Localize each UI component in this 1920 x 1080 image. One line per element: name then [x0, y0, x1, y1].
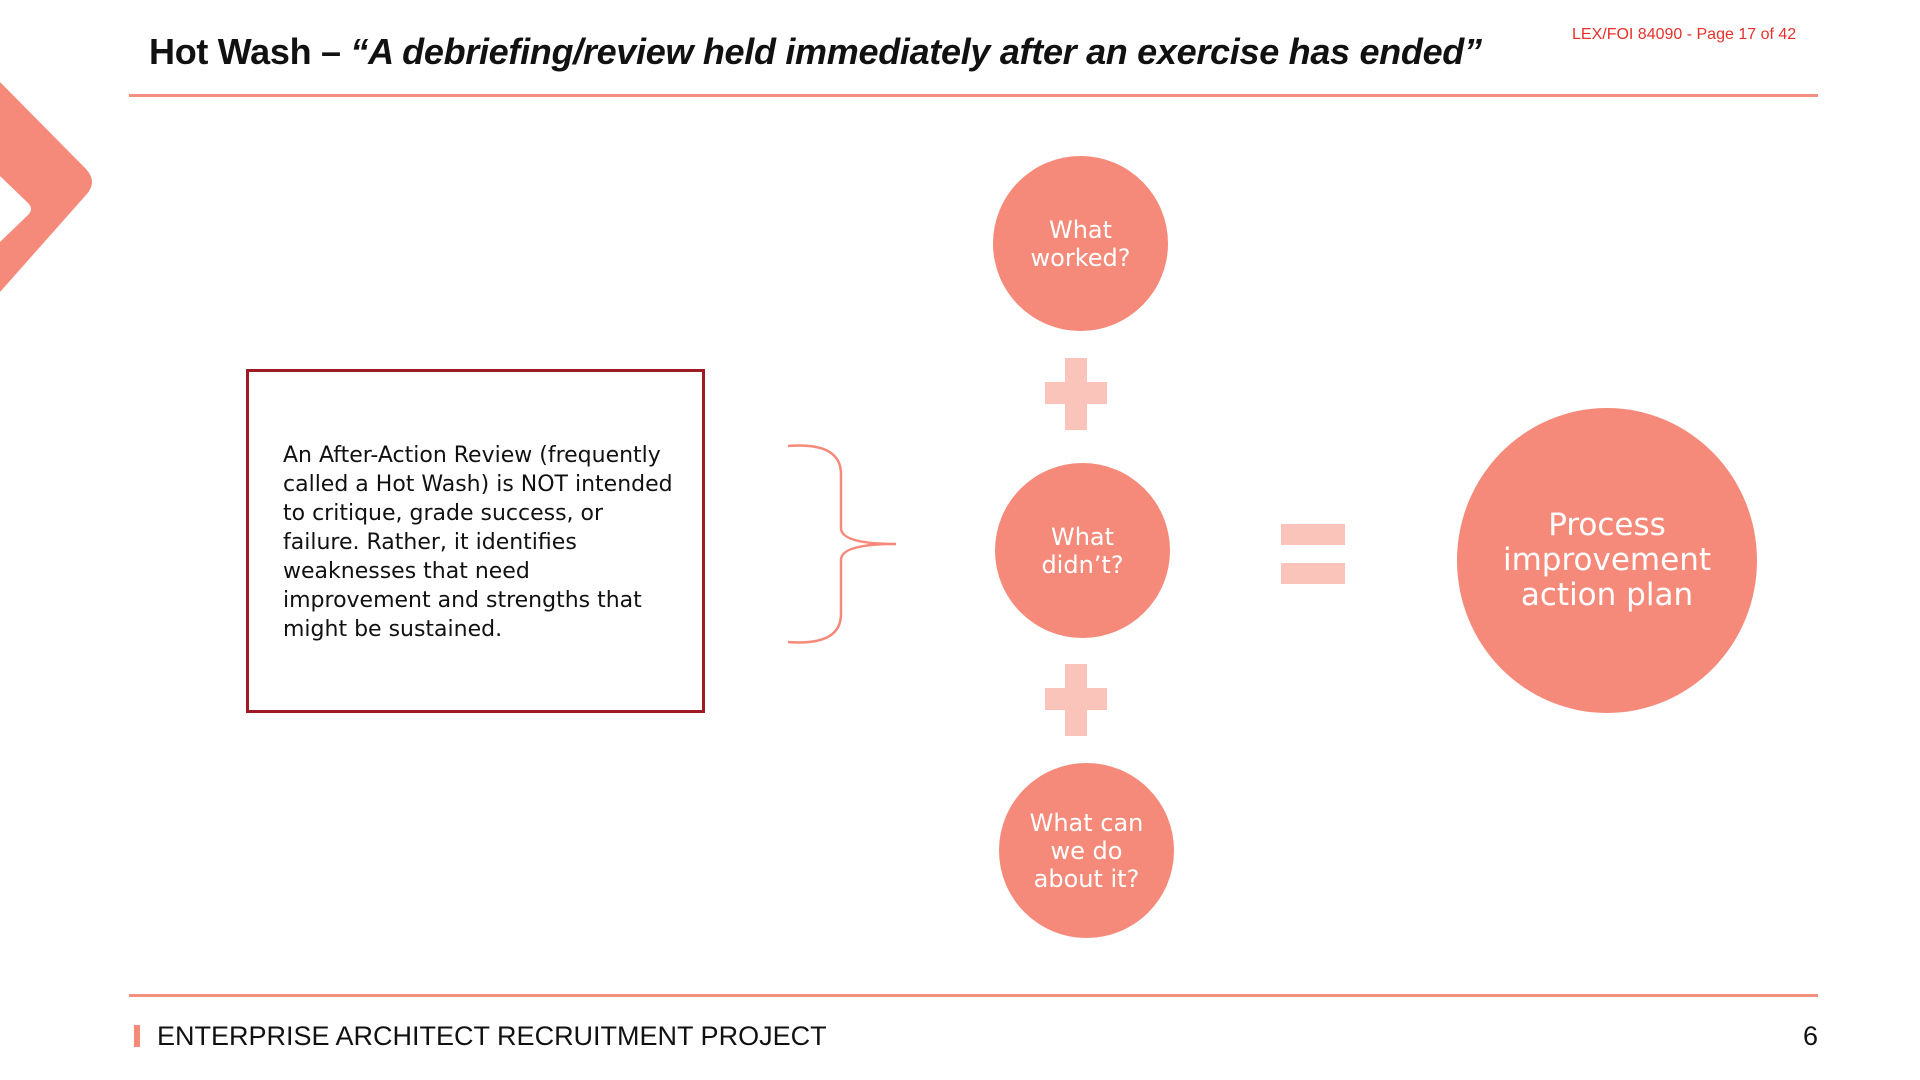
title-prefix: Hot Wash – [149, 31, 351, 72]
footer-divider [129, 994, 1818, 997]
header-divider [129, 94, 1818, 97]
title-quote: “A debriefing/review held immediately af… [350, 31, 1482, 72]
circle-label-line: improvement [1502, 542, 1711, 578]
equals-icon [1281, 524, 1345, 584]
right-brace-icon [787, 444, 896, 644]
circle-label-line: What [1050, 522, 1115, 551]
circle-label-line: What can [1029, 808, 1144, 837]
circle-label-line: Process [1548, 507, 1666, 543]
slide-page-number: 6 [1802, 1021, 1818, 1051]
circle-label-line: worked? [1030, 243, 1131, 272]
plus-icon [1045, 664, 1107, 736]
what-didnt-circle: What didn’t? [995, 463, 1170, 638]
what-worked-circle: What worked? [993, 156, 1168, 331]
plus-icon [1045, 358, 1107, 430]
what-can-we-do-circle: What can we do about it? [999, 763, 1174, 938]
circle-label-line: we do [1050, 836, 1123, 865]
page-title: Hot Wash – “A debriefing/review held imm… [149, 26, 1482, 78]
circle-label-line: about it? [1033, 864, 1140, 893]
circle-label-line: didn’t? [1041, 550, 1124, 579]
footer-accent-mark [134, 1025, 140, 1047]
description-text: An After-Action Review (frequently calle… [283, 443, 673, 642]
action-plan-circle: Process improvement action plan [1457, 408, 1757, 713]
foi-page-stamp: LEX/FOI 84090 - Page 17 of 42 [1572, 26, 1797, 43]
circle-label-line: What [1048, 215, 1113, 244]
circle-label-line: action plan [1520, 577, 1694, 613]
description-box: An After-Action Review (frequently calle… [246, 369, 705, 713]
chevron-decoration-icon [0, 82, 92, 292]
footer-project-name: ENTERPRISE ARCHITECT RECRUITMENT PROJECT [157, 1021, 827, 1051]
